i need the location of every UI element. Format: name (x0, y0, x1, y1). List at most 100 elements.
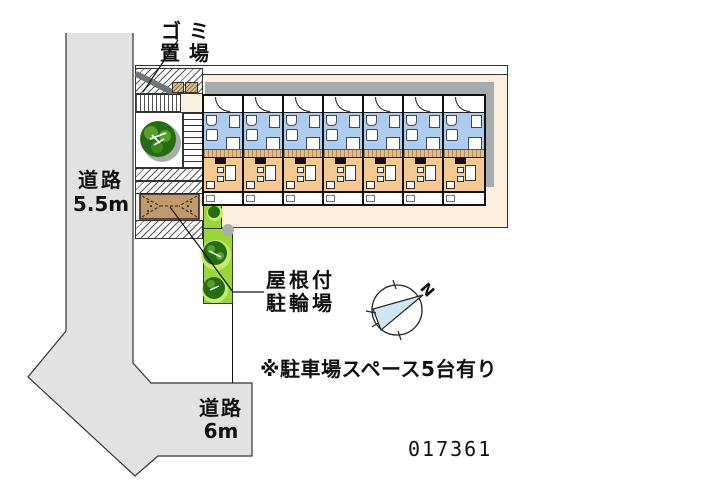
cabinet-icon (446, 181, 455, 189)
kitchen-counter (364, 149, 402, 157)
table-icon (425, 165, 436, 181)
bike-parking-label: 屋根付 駐輪場 (266, 269, 335, 315)
unit-wet-area (324, 113, 362, 158)
door-arc-icon (375, 97, 390, 112)
unit-1 (204, 96, 244, 204)
cabinet-icon (286, 181, 295, 189)
unit-entrance (404, 96, 442, 113)
balcony-box (366, 195, 375, 202)
unit-2 (244, 96, 284, 204)
unit-room (244, 158, 282, 191)
chair-icon (217, 167, 224, 173)
road-bottom-label-line1: 道路 (199, 396, 243, 420)
closet-icon (335, 158, 346, 164)
unit-room (404, 158, 442, 191)
plan-number: 017361 (408, 437, 493, 461)
unit-entrance (204, 96, 242, 113)
table-icon (465, 165, 476, 181)
building-shadow-right (483, 95, 494, 187)
door-arc-icon (415, 97, 430, 112)
sink-icon (269, 115, 280, 128)
door-arc-icon (255, 97, 270, 112)
chair-icon (297, 167, 304, 173)
bike-parking-roof (139, 193, 200, 220)
unit-3 (284, 96, 324, 204)
unit-wet-area (204, 113, 242, 158)
chair-icon (337, 167, 344, 173)
chair-icon (217, 176, 224, 182)
garbage-bin (185, 82, 198, 93)
table-icon (385, 165, 396, 181)
door-arc-icon (335, 97, 350, 112)
planter-square (135, 112, 183, 168)
unit-wet-area (404, 113, 442, 158)
unit-entrance (444, 96, 484, 113)
shrubs-icon (201, 205, 234, 303)
boundary-line (232, 303, 233, 383)
unit-balcony (204, 191, 242, 204)
chair-icon (457, 176, 464, 182)
toilet-icon (366, 115, 377, 126)
building-shadow-top (205, 82, 494, 95)
door-arc-icon (215, 97, 230, 112)
road-bottom-label: 道路 6m (183, 397, 259, 443)
cabinet-icon (326, 181, 335, 189)
toilet-icon (286, 115, 297, 126)
unit-room (284, 158, 322, 191)
closet-icon (455, 158, 466, 164)
unit-entrance (244, 96, 282, 113)
walkway-hatch-2 (135, 181, 203, 194)
toilet-icon (406, 115, 417, 126)
cabinet-icon (406, 181, 415, 189)
chair-icon (337, 176, 344, 182)
unit-5 (364, 96, 404, 204)
building-units (202, 94, 486, 206)
unit-balcony (404, 191, 442, 204)
chair-icon (297, 176, 304, 182)
washer-icon (286, 129, 298, 141)
fence-hatch (135, 94, 181, 112)
chair-icon (417, 176, 424, 182)
closet-icon (415, 158, 426, 164)
kitchen-counter (324, 149, 362, 157)
kitchen-counter (284, 149, 322, 157)
sink-icon (229, 115, 240, 128)
closet-icon (215, 158, 226, 164)
unit-6 (404, 96, 444, 204)
balcony-box (406, 195, 415, 202)
door-arc-icon (295, 97, 310, 112)
chair-icon (417, 167, 424, 173)
road-left-label-line2: 5.5m (72, 192, 130, 216)
cabinet-icon (206, 181, 215, 189)
tree-icon (140, 121, 181, 162)
sink-icon (349, 115, 360, 128)
unit-balcony (244, 191, 282, 204)
balcony-box (206, 195, 215, 202)
parking-note: ※駐車場スペース5台有り (260, 357, 497, 381)
closet-icon (375, 158, 386, 164)
unit-wet-area (444, 113, 484, 158)
garbage-label: ゴミ 置場 (148, 20, 230, 64)
table-icon (265, 165, 276, 181)
unit-entrance (364, 96, 402, 113)
compass-icon (365, 279, 424, 341)
toilet-icon (446, 115, 457, 126)
cabinet-icon (246, 181, 255, 189)
unit-wet-area (244, 113, 282, 158)
staircase (183, 112, 203, 168)
chair-icon (377, 167, 384, 173)
unit-4 (324, 96, 364, 204)
chair-icon (457, 167, 464, 173)
unit-entrance (284, 96, 322, 113)
cabinet-icon (366, 181, 375, 189)
garbage-label-line2: 置場 (160, 41, 218, 65)
unit-entrance (324, 96, 362, 113)
unit-balcony (364, 191, 402, 204)
chair-icon (257, 167, 264, 173)
sink-icon (471, 115, 482, 128)
garbage-label-line1: ゴミ (161, 19, 217, 43)
corridor-strip (150, 66, 507, 75)
door-arc-icon (455, 97, 470, 112)
chair-icon (257, 176, 264, 182)
